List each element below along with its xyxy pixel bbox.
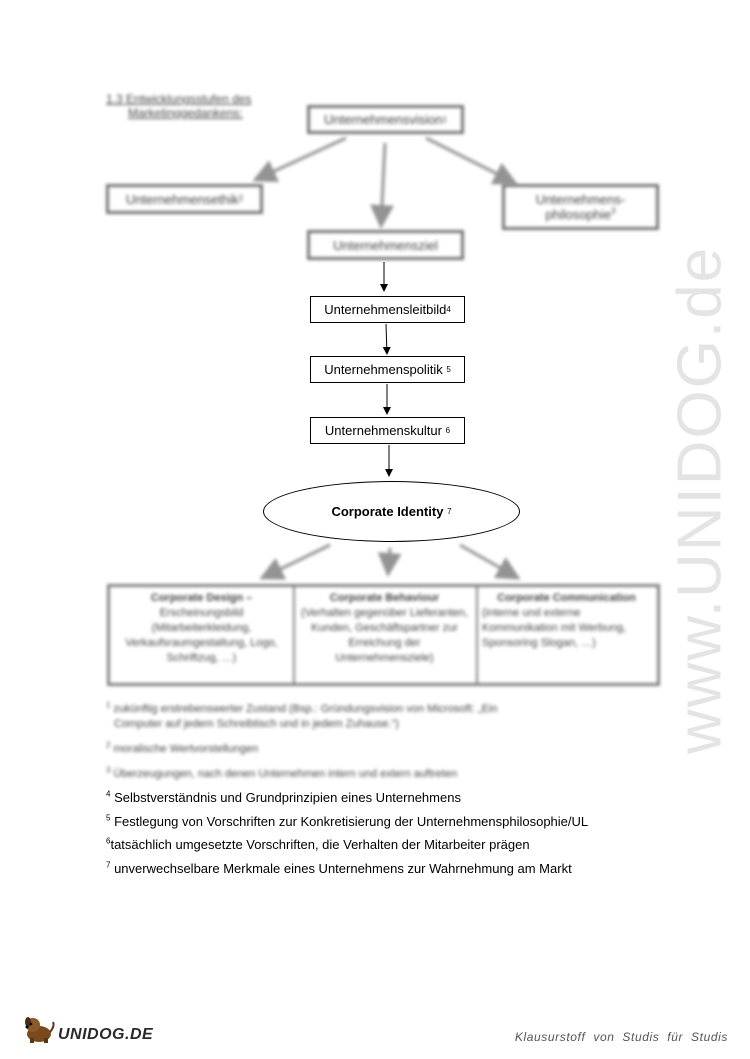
behaviour-text: (Verhalten gegenüber Lieferanten, Kunden… xyxy=(301,607,468,664)
footnote-text-cont: Computer auf jedem Schreibtisch und in j… xyxy=(114,718,399,730)
footnote-text: Überzeugungen, nach denen Unternehmen in… xyxy=(113,768,458,780)
section-heading-line2: Marketinggedankens: xyxy=(128,106,243,120)
box-unternehmenskultur: Unternehmenskultur 6 xyxy=(310,417,465,444)
box-unternehmensphilosophie: Unternehmens- philosophie3 xyxy=(502,184,659,230)
philosophie-line2: philosophie xyxy=(545,207,612,222)
footnote-7: 7 unverwechselbare Merkmale eines Untern… xyxy=(106,861,572,877)
corporate-table: Corporate Design – Erscheinungsbild (Mit… xyxy=(107,584,660,686)
ziel-label: Unternehmensziel xyxy=(333,237,438,253)
philosophie-line1: Unternehmens- xyxy=(535,192,626,207)
communication-title: Corporate Communication xyxy=(497,592,636,604)
vision-label: Unternehmensvision xyxy=(324,112,443,127)
footnote-num: 6 xyxy=(106,836,111,846)
footnote-5: 5 Festlegung von Vorschriften zur Konkre… xyxy=(106,814,588,830)
ci-label: Corporate Identity xyxy=(331,504,444,519)
footnote-text: Festlegung von Vorschriften zur Konkreti… xyxy=(114,814,589,829)
footnote-2: 2 moralische Wertvorstellungen xyxy=(106,741,258,757)
footnote-6: 6tatsächlich umgesetzte Vorschriften, di… xyxy=(106,837,530,853)
blurred-arrows xyxy=(252,136,521,580)
footnote-text: tatsächlich umgesetzte Vorschriften, die… xyxy=(110,837,530,852)
footer-logo-text: UNIDOG.DE xyxy=(58,1026,154,1043)
table-cell-communication: Corporate Communication (interne und ext… xyxy=(476,589,657,681)
design-text: Erscheinungsbild (Mitarbeiterkleidung, V… xyxy=(125,607,278,664)
section-heading-line1: 1.3 Entwicklungsstufen des xyxy=(106,92,252,106)
footnote-3: 3 Überzeugungen, nach denen Unternehmen … xyxy=(106,766,457,782)
philosophie-sup: 3 xyxy=(611,206,616,216)
footnote-num: 5 xyxy=(106,813,111,823)
dog-logo-icon xyxy=(25,1017,55,1043)
footnote-text: Selbstverständnis und Grundprinzipien ei… xyxy=(114,790,461,805)
footnote-text: zukünftig erstrebenswerter Zustand (Bsp.… xyxy=(113,703,498,715)
leitbild-label: Unternehmensleitbild xyxy=(324,302,447,317)
footnote-num: 4 xyxy=(106,789,111,799)
design-title: Corporate Design – xyxy=(150,592,253,604)
footnote-4: 4 Selbstverständnis und Grundprinzipien … xyxy=(106,790,461,806)
politik-label: Unternehmenspolitik xyxy=(324,362,443,377)
box-unternehmensziel: Unternehmensziel xyxy=(307,230,464,260)
kultur-label: Unternehmenskultur xyxy=(324,423,442,438)
footnote-text: unverwechselbare Merkmale eines Unterneh… xyxy=(114,861,572,876)
footnote-num: 1 xyxy=(106,700,111,710)
ethik-label: Unternehmensethik xyxy=(125,191,239,207)
diagram-connectors xyxy=(252,136,521,580)
box-unternehmenspolitik: Unternehmenspolitik 5 xyxy=(310,356,465,383)
footnote-1: 1 zukünftig erstrebenswerter Zustand (Bs… xyxy=(106,700,498,732)
table-cell-design: Corporate Design – Erscheinungsbild (Mit… xyxy=(110,589,293,681)
communication-text: (interne und externe Kommunikation mit W… xyxy=(482,607,627,649)
table-cell-behaviour: Corporate Behaviour (Verhalten gegenüber… xyxy=(293,589,476,681)
footnote-text: moralische Wertvorstellungen xyxy=(113,743,259,755)
footnote-num: 7 xyxy=(106,860,111,870)
section-heading: 1.3 Entwicklungsstufen des Marketinggeda… xyxy=(106,92,251,120)
ellipse-corporate-identity: Corporate Identity 7 xyxy=(263,481,520,542)
behaviour-title: Corporate Behaviour xyxy=(329,592,440,604)
footnote-num: 2 xyxy=(106,740,111,750)
footnote-num: 3 xyxy=(106,765,111,775)
footer-tagline: Klausurstoff von Studis für Studis xyxy=(514,1030,728,1044)
